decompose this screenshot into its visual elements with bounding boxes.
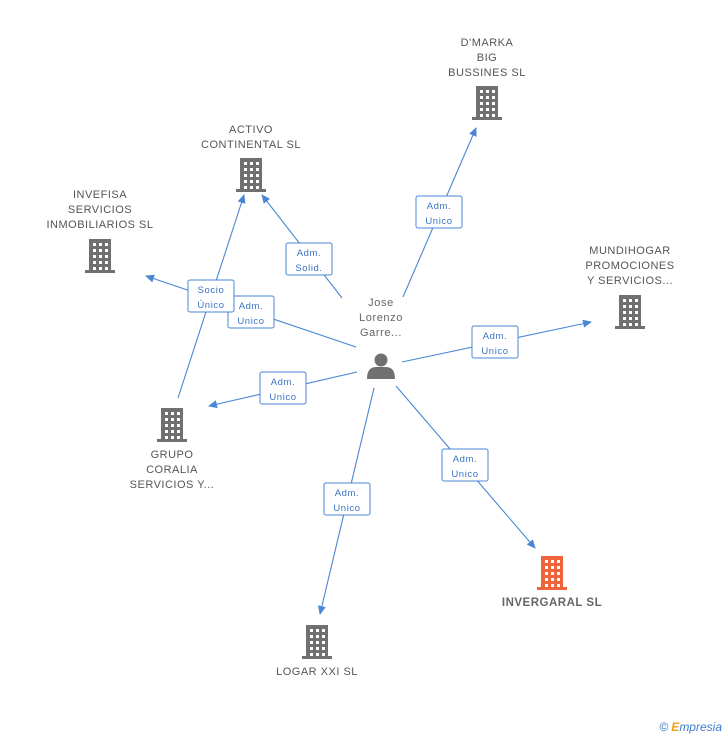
relation-label-text: Unico (451, 469, 478, 480)
company-label: BUSSINES SL (448, 67, 526, 79)
person-node[interactable]: JoseLorenzoGarre... (359, 297, 403, 379)
company-node-logar[interactable]: LOGAR XXI SL (276, 625, 358, 678)
company-label: GRUPO (151, 449, 194, 461)
relation-label-box[interactable] (259, 371, 307, 405)
relation-label-text: Adm. (453, 454, 478, 465)
relation-label-box[interactable] (441, 448, 489, 482)
relation-label-text: Adm. (427, 201, 452, 212)
company-label: ACTIVO (229, 124, 273, 136)
person-icon (367, 353, 395, 379)
edge-person-invefisa: Adm. Unico (145, 274, 357, 348)
edge-person-dmarka: Adm. Unico (402, 127, 477, 298)
relation-label-box[interactable] (323, 482, 371, 516)
person-name-label: Jose (368, 297, 394, 309)
relation-label-text: Unico (269, 392, 296, 403)
relation-label-text: Solid. (295, 263, 322, 274)
edge-person-mundihogar: Adm. Unico (401, 319, 592, 363)
company-label: SERVICIOS Y... (130, 479, 215, 491)
edge-person-grupo: Adm. Unico (208, 371, 358, 409)
relation-label-text: Socio (198, 285, 225, 296)
building-icon (615, 295, 645, 329)
building-icon (537, 556, 567, 590)
relation-label-text: Unico (481, 346, 508, 357)
edge-person-invergaral: Adm. Unico (395, 385, 536, 549)
company-label: CORALIA (146, 464, 198, 476)
footer-brand: ©Empresia (659, 720, 722, 734)
company-label: MUNDIHOGAR (589, 245, 670, 257)
person-name-label: Lorenzo (359, 312, 403, 324)
relation-label-text: Adm. (483, 331, 508, 342)
company-label: D'MARKA (461, 37, 514, 49)
company-node-invefisa[interactable]: INVEFISA SERVICIOS INMOBILIARIOS SL (46, 189, 153, 273)
relation-label-text: Adm. (335, 488, 360, 499)
company-node-mundihogar[interactable]: MUNDIHOGAR PROMOCIONES Y SERVICIOS... (585, 245, 674, 329)
relation-label-box[interactable] (415, 195, 463, 229)
brand-logo-initial: E (671, 720, 680, 734)
person-name-label: Garre... (360, 327, 402, 339)
relation-label-text: Unico (425, 216, 452, 227)
company-label: Y SERVICIOS... (587, 275, 673, 287)
company-label: SERVICIOS (68, 204, 132, 216)
company-label: PROMOCIONES (585, 260, 674, 272)
edge-person-activo: Adm. Solid. (261, 194, 343, 299)
company-label: LOGAR XXI SL (276, 666, 358, 678)
company-node-dmarka[interactable]: D'MARKA BIG BUSSINES SL (448, 37, 526, 120)
building-icon (236, 158, 266, 192)
relation-label-box[interactable] (285, 242, 333, 276)
company-label: BIG (477, 52, 497, 64)
company-label: CONTINENTAL SL (201, 139, 301, 151)
relation-label-text: Unico (333, 503, 360, 514)
relation-label-text: Adm. (297, 248, 322, 259)
relation-label-text: Adm. (239, 301, 264, 312)
company-node-activo[interactable]: ACTIVO CONTINENTAL SL (201, 124, 301, 192)
building-icon (157, 408, 187, 442)
building-icon (302, 625, 332, 659)
edge-person-logar: Adm. Unico (317, 387, 375, 615)
company-node-grupo[interactable]: GRUPO CORALIA SERVICIOS Y... (130, 408, 215, 491)
company-node-invergaral[interactable]: INVERGARAL SL (502, 556, 602, 609)
company-label: INVERGARAL SL (502, 597, 602, 609)
relation-label-text: Adm. (271, 377, 296, 388)
relation-label-text: Único (197, 300, 224, 311)
brand-logo-text: mpresia (679, 720, 722, 734)
building-icon (85, 239, 115, 273)
relation-label-text: Unico (237, 316, 264, 327)
copyright-symbol: © (659, 720, 669, 734)
relation-label-box[interactable] (187, 279, 235, 313)
relation-label-box[interactable] (471, 325, 519, 359)
company-label: INVEFISA (73, 189, 127, 201)
building-icon (472, 86, 502, 120)
company-label: INMOBILIARIOS SL (46, 219, 153, 231)
